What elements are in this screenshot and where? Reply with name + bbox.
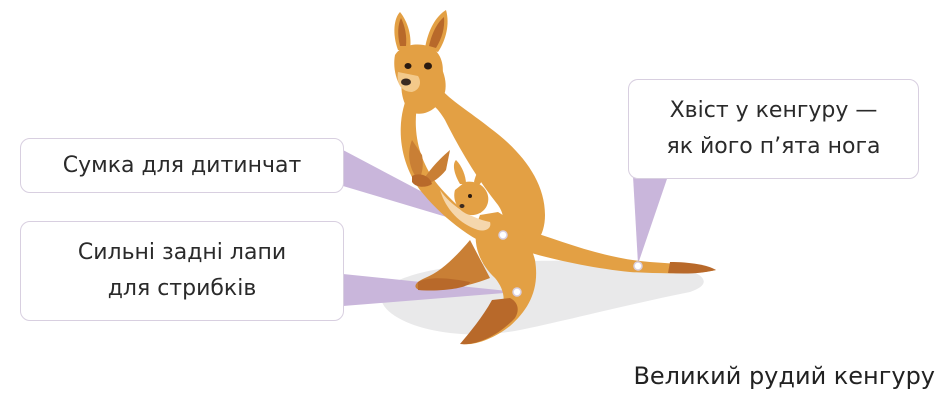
kangaroo-nose <box>401 78 411 86</box>
callout-legs-line1: Сильні задні лапи <box>77 240 287 265</box>
kangaroo-arm-left <box>409 140 423 180</box>
kangaroo-hind-leg <box>462 212 537 345</box>
kangaroo-tail-tip <box>668 262 716 274</box>
kangaroo-eye-right <box>424 62 432 70</box>
kangaroo-arm-right <box>422 150 450 184</box>
joey-paw <box>412 174 432 187</box>
kangaroo-eye-left <box>404 63 412 69</box>
kangaroo-foot-far <box>418 278 470 291</box>
joey-ear-right <box>474 162 488 186</box>
kangaroo-hind-foot <box>460 298 518 345</box>
pointer-dot-tail <box>633 261 643 271</box>
kangaroo-ear-right-inner <box>429 17 445 48</box>
callout-tail-line2: як його п’ята нога <box>666 134 881 159</box>
callout-pouch-text: Сумка для дитинчат <box>62 152 302 178</box>
joey-ear-left <box>453 160 466 184</box>
callout-pouch: Сумка для дитинчат <box>20 138 344 193</box>
callout-legs-line2: для стрибків <box>107 276 257 301</box>
callout-tail: Хвіст у кенгуру — як його п’ята нога <box>628 79 919 179</box>
pointer-tail <box>633 176 668 264</box>
callout-hind-legs: Сильні задні лапи для стрибків <box>20 221 344 321</box>
callout-tail-line1: Хвіст у кенгуру — <box>669 98 878 123</box>
kangaroo-ear-left-inner <box>398 18 407 46</box>
kangaroo-back-leg-far <box>415 240 490 291</box>
figure-caption: Великий рудий кенгуру <box>633 362 935 390</box>
joey-eye <box>468 194 472 198</box>
joey-pouch-edge <box>440 190 491 231</box>
pointer-dot-pouch <box>498 230 508 240</box>
pointer-dot-legs <box>512 287 522 297</box>
joey-nose <box>459 204 465 208</box>
